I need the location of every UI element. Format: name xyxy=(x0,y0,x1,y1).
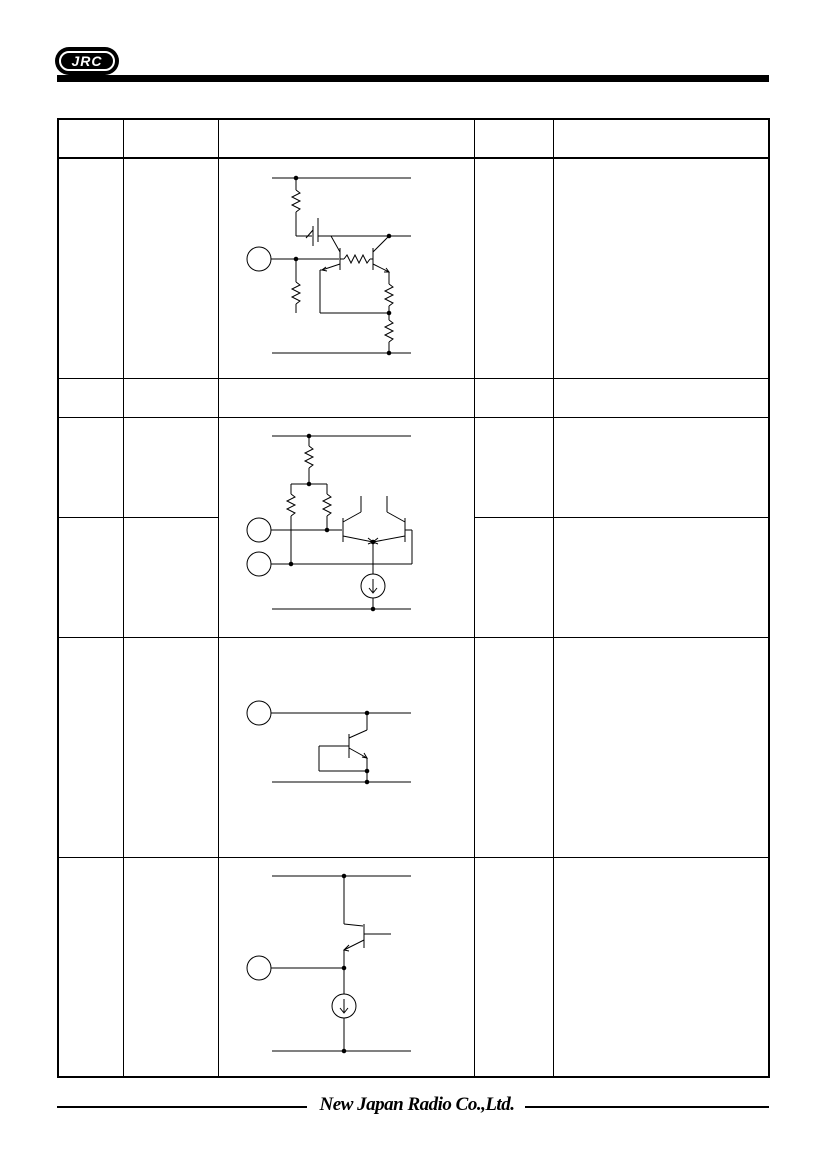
footer-rule-right xyxy=(525,1106,769,1108)
column-divider xyxy=(474,119,475,1077)
circuit-diagram-icon xyxy=(246,873,411,1054)
jrc-logo: JRC xyxy=(55,47,119,75)
column-divider xyxy=(553,119,554,1077)
footer-rule-left xyxy=(57,1106,307,1108)
row-divider xyxy=(58,637,769,638)
column-divider xyxy=(123,119,124,1077)
row-divider xyxy=(58,378,769,379)
circuit-diagram-icon xyxy=(246,175,411,356)
header-rule xyxy=(57,75,769,82)
row-divider xyxy=(58,417,769,418)
row-divider xyxy=(58,517,218,518)
header-row-divider xyxy=(58,157,769,159)
jrc-logo-text: JRC xyxy=(59,51,115,71)
row-divider xyxy=(58,857,769,858)
company-name: New Japan Radio Co.,Ltd. xyxy=(319,1094,515,1115)
row-divider xyxy=(474,517,769,518)
circuit-diagram-icon xyxy=(246,433,413,612)
pin-table xyxy=(57,118,770,1078)
circuit-diagram-icon xyxy=(246,700,411,785)
column-divider xyxy=(218,119,219,1077)
